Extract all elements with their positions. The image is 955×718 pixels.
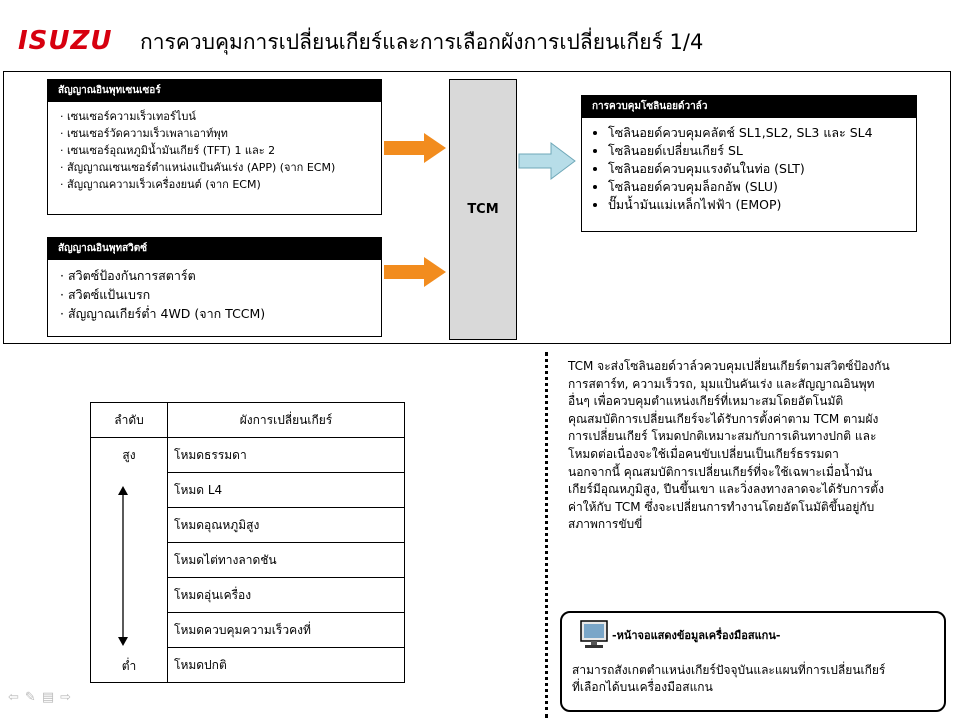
priority-high-label: สูง	[122, 448, 136, 462]
table-cell: โหมดธรรมดา	[167, 437, 405, 473]
solenoid-output-title: การควบคุมโซลินอยด์วาล์ว	[582, 96, 916, 118]
paragraph-line: เกียร์มีอุณหภูมิสูง, ปีนขึ้นเขา และวิ่งล…	[568, 482, 884, 497]
scan-tool-callout	[560, 611, 946, 712]
list-item: ปั๊มน้ำมันแม่เหล็กไฟฟ้า (EMOP)	[608, 196, 916, 214]
table-row: โหมดไต่ทางลาดชัน	[91, 542, 405, 578]
paragraph-line: ที่เลือกได้บนเครื่องมือสแกน	[572, 680, 713, 694]
pen-icon[interactable]: ✎	[24, 690, 42, 705]
paragraph-line: นอกจากนี้ คุณสมบัติการเปลี่ยนเกียร์ที่จะ…	[568, 464, 873, 479]
sensor-arrow	[384, 133, 446, 163]
scan-tool-heading: -หน้าจอแสดงข้อมูลเครื่องมือสแกน-	[612, 629, 781, 642]
table-cell: โหมดไต่ทางลาดชัน	[167, 542, 405, 578]
shift-pattern-table-wrap: ลำดับ ผังการเปลี่ยนเกียร์ สูง ต่ำ โหมดธร…	[90, 402, 405, 683]
table-cell: โหมดปกติ	[167, 647, 405, 683]
output-arrow	[518, 142, 576, 180]
priority-low-label: ต่ำ	[121, 659, 137, 673]
list-item: สวิตซ์ป้องกันการสตาร์ต	[60, 266, 381, 285]
switch-input-title: สัญญาณอินพุทสวิตซ์	[48, 238, 381, 260]
diagram-arrows	[384, 133, 576, 287]
paragraph-line: ค่าให้กับ TCM ซึ่งจะเปลี่ยนการทำงานโดยอั…	[568, 499, 875, 514]
slide-nav: ⇦✎▤⇨	[8, 690, 77, 705]
paragraph-line: อื่นๆ เพื่อควบคุมตำแหน่งเกียร์ที่เหมาะสม…	[568, 394, 844, 409]
column-header-priority: ลำดับ	[90, 402, 168, 438]
paragraph-line: โหมดต่อเนื่องจะใช้เมื่อคนขับเปลี่ยนเป็นเ…	[568, 446, 839, 461]
computer-monitor-icon	[580, 620, 608, 648]
table-cell: โหมดอุ่นเครื่อง	[167, 577, 405, 613]
table-header-row: ลำดับ ผังการเปลี่ยนเกียร์	[90, 402, 405, 438]
tcm-block: TCM	[449, 79, 517, 340]
paragraph-line: สามารถสังเกตตำแหน่งเกียร์ปัจจุบันและแผนท…	[572, 663, 886, 677]
table-row: โหมดปกติ	[91, 647, 405, 683]
list-item: สัญญาณเซนเซอร์ตำแหน่งแป้นคันเร่ง (APP) (…	[60, 159, 381, 176]
next-slide-icon[interactable]: ⇨	[60, 690, 78, 705]
list-item: เซนเซอร์วัดความเร็วเพลาเอาท์พุท	[60, 125, 381, 142]
list-item: เซนเซอร์ความเร็วเทอร์ไบน์	[60, 108, 381, 125]
solenoid-output-box: การควบคุมโซลินอยด์วาล์ว โซลินอยด์ควบคุมค…	[581, 95, 917, 232]
table-cell: โหมดควบคุมความเร็วคงที่	[167, 612, 405, 648]
list-item: โซลินอยด์ควบคุมล็อกอัพ (SLU)	[608, 178, 916, 196]
table-row: สูง ต่ำ โหมดธรรมดา	[90, 437, 405, 683]
table-cell: โหมด L4	[167, 472, 405, 508]
list-item: โซลินอยด์ควบคุมคลัตช์ SL1,SL2, SL3 และ S…	[608, 124, 916, 142]
paragraph-line: สภาพการขับขี่	[568, 517, 643, 532]
scan-tool-text: สามารถสังเกตตำแหน่งเกียร์ปัจจุบันและแผนท…	[572, 662, 942, 696]
isuzu-logo: ISUZU	[18, 26, 113, 56]
priority-cell: สูง ต่ำ	[90, 437, 168, 683]
paragraph-line: TCM จะส่งโซลินอยด์วาล์วควบคุมเปลี่ยนเกีย…	[568, 359, 890, 373]
menu-icon[interactable]: ▤	[41, 690, 61, 705]
list-item: โซลินอยด์เปลี่ยนเกียร์ SL	[608, 142, 916, 160]
description-paragraph: TCM จะส่งโซลินอยด์วาล์วควบคุมเปลี่ยนเกีย…	[568, 358, 940, 534]
list-item: สัญญาณเกียร์ต่ำ 4WD (จาก TCCM)	[60, 304, 381, 323]
switch-input-list: สวิตซ์ป้องกันการสตาร์ต สวิตซ์แป้นเบรก สั…	[48, 260, 381, 323]
section-divider	[545, 352, 548, 718]
page-title: การควบคุมการเปลี่ยนเกียร์และการเลือกผังก…	[140, 30, 704, 54]
shift-pattern-table: ลำดับ ผังการเปลี่ยนเกียร์ สูง ต่ำ โหมดธร…	[90, 402, 405, 683]
paragraph-line: คุณสมบัติการเปลี่ยนเกียร์จะได้รับการตั้ง…	[568, 411, 879, 426]
list-item: สวิตซ์แป้นเบรก	[60, 285, 381, 304]
tcm-label: TCM	[467, 202, 499, 217]
table-row: โหมดควบคุมความเร็วคงที่	[91, 612, 405, 648]
previous-slide-icon[interactable]: ⇦	[8, 690, 25, 705]
list-item: เซนเซอร์อุณหภูมิน้ำมันเกียร์ (TFT) 1 และ…	[60, 142, 381, 159]
solenoid-output-list: โซลินอยด์ควบคุมคลัตช์ SL1,SL2, SL3 และ S…	[582, 118, 916, 214]
priority-arrow-icon	[118, 486, 128, 646]
switch-arrow	[384, 257, 446, 287]
diagram-frame	[3, 71, 951, 344]
list-item: โซลินอยด์ควบคุมแรงดันในท่อ (SLT)	[608, 160, 916, 178]
table-row: โหมดอุณหภูมิสูง	[91, 507, 405, 543]
paragraph-line: การเปลี่ยนเกียร์ โหมดปกติเหมาะสมกับการเด…	[568, 429, 877, 444]
list-item: สัญญาณความเร็วเครื่องยนต์ (จาก ECM)	[60, 176, 381, 193]
sensor-input-title: สัญญาณอินพุทเซนเซอร์	[48, 80, 381, 102]
column-header-pattern: ผังการเปลี่ยนเกียร์	[167, 402, 405, 438]
table-cell: โหมดอุณหภูมิสูง	[167, 507, 405, 543]
paragraph-line: การสตาร์ท, ความเร็วรถ, มุมแป้นคันเร่ง แล…	[568, 376, 875, 391]
switch-input-box: สัญญาณอินพุทสวิตซ์ สวิตซ์ป้องกันการสตาร์…	[47, 237, 382, 337]
table-row: โหมดอุ่นเครื่อง	[91, 577, 405, 613]
sensor-input-box: สัญญาณอินพุทเซนเซอร์ เซนเซอร์ความเร็วเทอ…	[47, 79, 382, 215]
sensor-input-list: เซนเซอร์ความเร็วเทอร์ไบน์ เซนเซอร์วัดควา…	[48, 102, 381, 193]
